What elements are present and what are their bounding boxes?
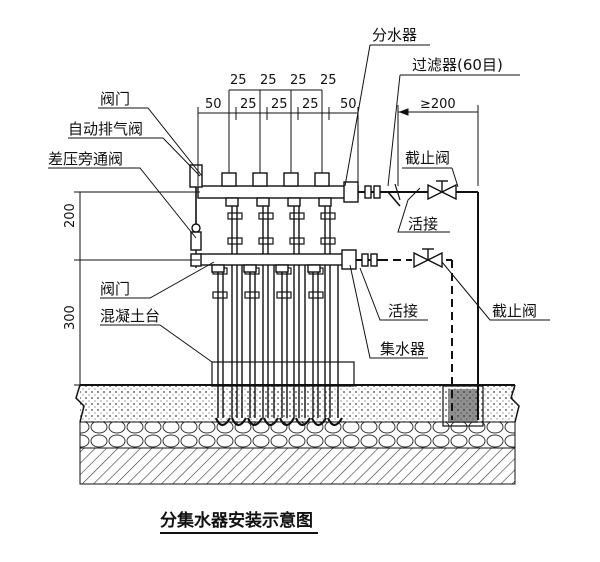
label-union-1: 活接 xyxy=(408,215,438,233)
label-stop-valve-1: 截止阀 xyxy=(405,149,450,167)
dim-200-vertical: 200 xyxy=(63,203,78,228)
loop-pipes xyxy=(212,205,343,427)
outlet-cap xyxy=(252,172,268,187)
outlet-cap xyxy=(314,172,330,187)
pipe-group-4 xyxy=(312,205,339,418)
dim-300-vertical: 300 xyxy=(63,305,78,330)
return-piping xyxy=(356,248,453,420)
diagram-caption: 分集水器安装示意图 xyxy=(160,510,313,531)
dimension-lines xyxy=(74,89,479,386)
outlet-cap xyxy=(283,172,299,187)
collector-manifold xyxy=(199,249,357,273)
label-valve-bottom: 阀门 xyxy=(100,280,130,298)
dim-25-g: 25 xyxy=(302,97,319,112)
pipe-group-2 xyxy=(249,205,275,418)
dim-25-d: 25 xyxy=(320,73,337,88)
soil-layer xyxy=(79,447,516,485)
label-auto-vent: 自动排气阀 xyxy=(68,120,143,138)
distributor-manifold xyxy=(197,172,359,207)
dim-25-a: 25 xyxy=(230,73,247,88)
label-distributor: 分水器 xyxy=(372,26,417,44)
label-filter: 过滤器(60目) xyxy=(412,56,503,74)
left-fittings xyxy=(189,164,203,268)
label-bypass: 差压旁通阀 xyxy=(48,150,123,168)
label-stop-valve-2: 截止阀 xyxy=(492,302,537,320)
label-collector: 集水器 xyxy=(380,340,425,358)
leader-lines xyxy=(48,44,550,363)
label-valve-top: 阀门 xyxy=(100,90,130,108)
label-concrete-base: 混凝土台 xyxy=(100,307,160,325)
floor-layers xyxy=(75,384,520,485)
bypass-valve xyxy=(190,231,202,251)
dim-25-c: 25 xyxy=(290,73,307,88)
pipe-group-3 xyxy=(281,205,306,418)
dim-50-left: 50 xyxy=(205,97,222,112)
pipe-group-1 xyxy=(217,205,243,418)
dim-25-f: 25 xyxy=(271,97,288,112)
dim-gte-200: ≥200 xyxy=(420,97,456,112)
floor-sleeve xyxy=(442,385,484,427)
dim-50-right: 50 xyxy=(340,97,357,112)
label-union-2: 活接 xyxy=(388,302,418,320)
outlet-cap xyxy=(221,172,237,187)
dim-25-b: 25 xyxy=(260,73,277,88)
dim-25-e: 25 xyxy=(240,97,257,112)
concrete-base xyxy=(211,361,355,387)
